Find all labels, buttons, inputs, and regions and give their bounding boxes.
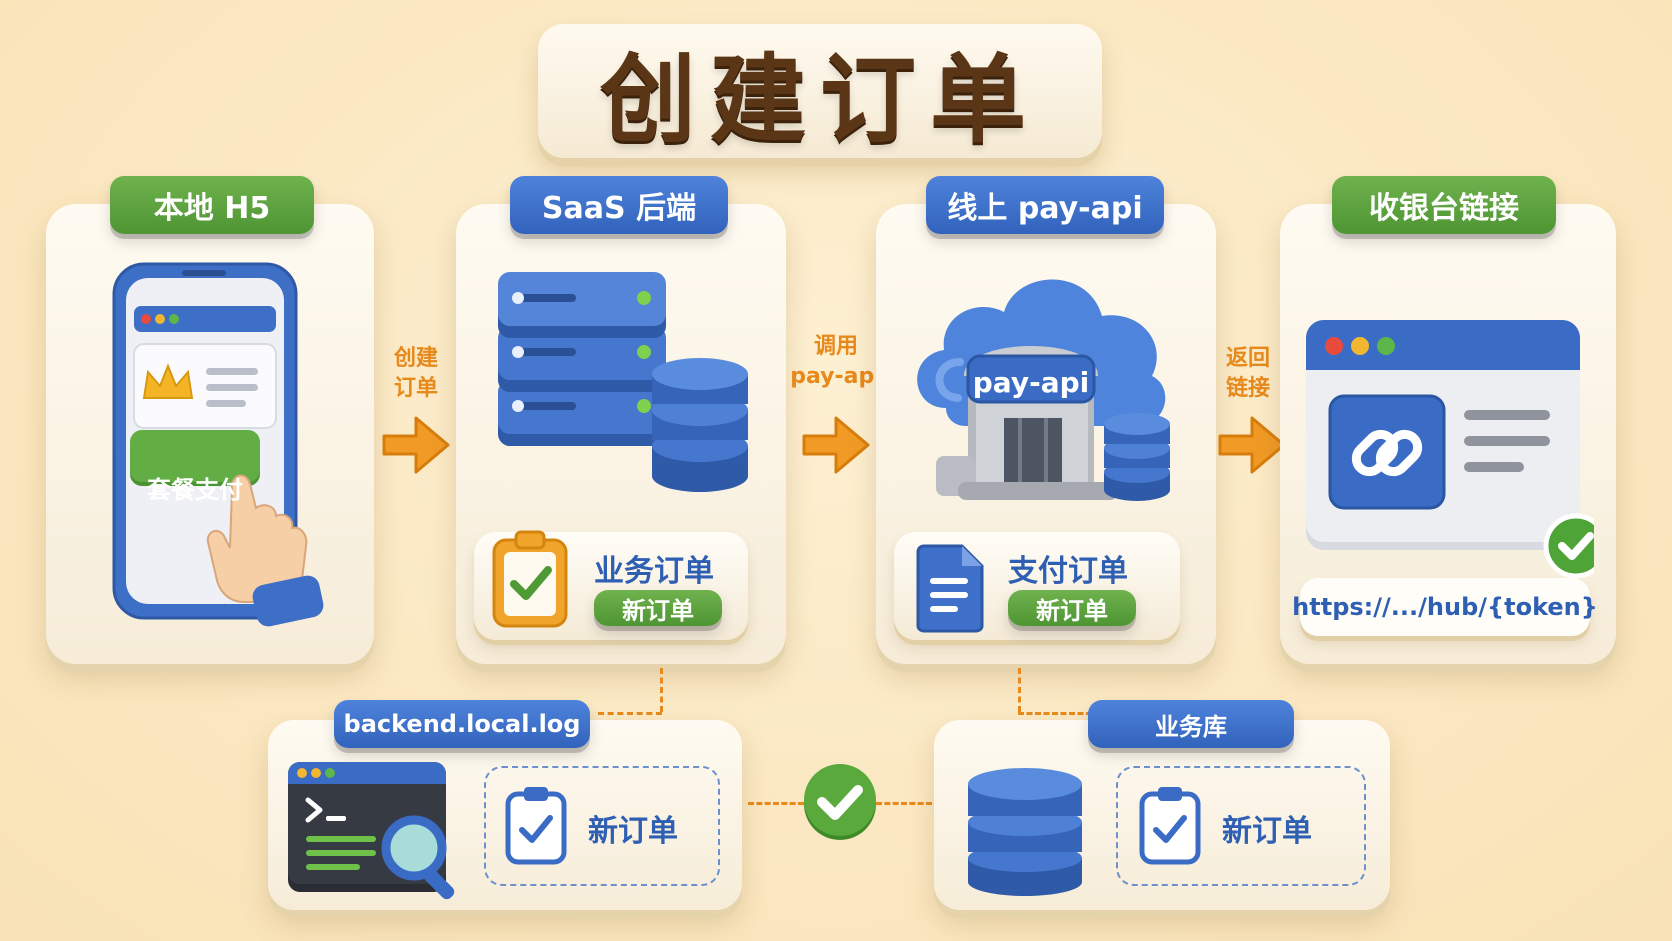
database-icon (968, 768, 1082, 896)
store-label-business-db: 业务库 (1088, 700, 1294, 748)
db-new-order-label: 新订单 (1222, 814, 1312, 849)
step-label-saas-backend: SaaS 后端 (510, 176, 728, 234)
connector-payapi-to-db (1018, 712, 1092, 715)
arrow-right-icon (1218, 416, 1286, 474)
clipboard-check-icon (1139, 787, 1201, 865)
phone-icon (112, 262, 324, 627)
payment-order-badge: 新订单 (1008, 590, 1136, 626)
check-circle-icon (804, 764, 876, 840)
clipboard-check-icon (505, 787, 567, 865)
connector-backend-to-log (660, 668, 663, 712)
connector-payapi-to-db (1018, 668, 1021, 712)
step-label-local-h5: 本地 H5 (110, 176, 314, 234)
server-stack-icon (498, 272, 748, 492)
arrow-label-return-link: 返回 链接 (1210, 344, 1286, 404)
browser-link-icon (1306, 320, 1594, 579)
arrow-right-icon (802, 416, 870, 474)
document-icon (916, 544, 984, 633)
business-order-badge: 新订单 (594, 590, 722, 626)
arrow-label-line1: 调用 (813, 334, 858, 359)
cloud-gateway-icon (917, 279, 1170, 501)
title-plate: 创建订单 (538, 24, 1102, 158)
arrow-label-line2: 订单 (393, 376, 438, 401)
payment-order-title: 支付订单 (1008, 554, 1128, 589)
arrow-label-create-order: 创建 订单 (378, 344, 454, 404)
arrow-label-line1: 创建 (393, 346, 438, 371)
clipboard-check-icon (492, 530, 568, 628)
checkout-url-text: https://.../hub/{token} (1292, 593, 1598, 621)
store-label-backend-log: backend.local.log (334, 700, 590, 748)
step-label-checkout-link: 收银台链接 (1332, 176, 1556, 234)
connector-log-to-check (748, 802, 804, 805)
connector-backend-to-log (598, 712, 662, 715)
pay-button-label[interactable]: 套餐支付 (147, 476, 243, 504)
arrow-right-icon (382, 416, 450, 474)
gateway-label: pay-api (972, 366, 1090, 399)
log-new-order-label: 新订单 (588, 814, 678, 849)
arrow-label-line2: 链接 (1225, 376, 1270, 401)
arrow-label-call-api: 调用 pay-api (788, 332, 884, 392)
connector-check-to-db (876, 802, 932, 805)
arrow-label-line1: 返回 (1225, 346, 1270, 371)
page-title: 创建订单 (600, 43, 1040, 156)
step-label-pay-api: 线上 pay-api (926, 176, 1164, 234)
arrow-label-line2: pay-api (790, 364, 882, 389)
checkout-url[interactable]: https://.../hub/{token} (1292, 578, 1598, 636)
db-new-order-box (1116, 766, 1366, 886)
terminal-search-icon (288, 762, 455, 900)
log-new-order-box (484, 766, 720, 886)
business-order-title: 业务订单 (594, 554, 714, 589)
